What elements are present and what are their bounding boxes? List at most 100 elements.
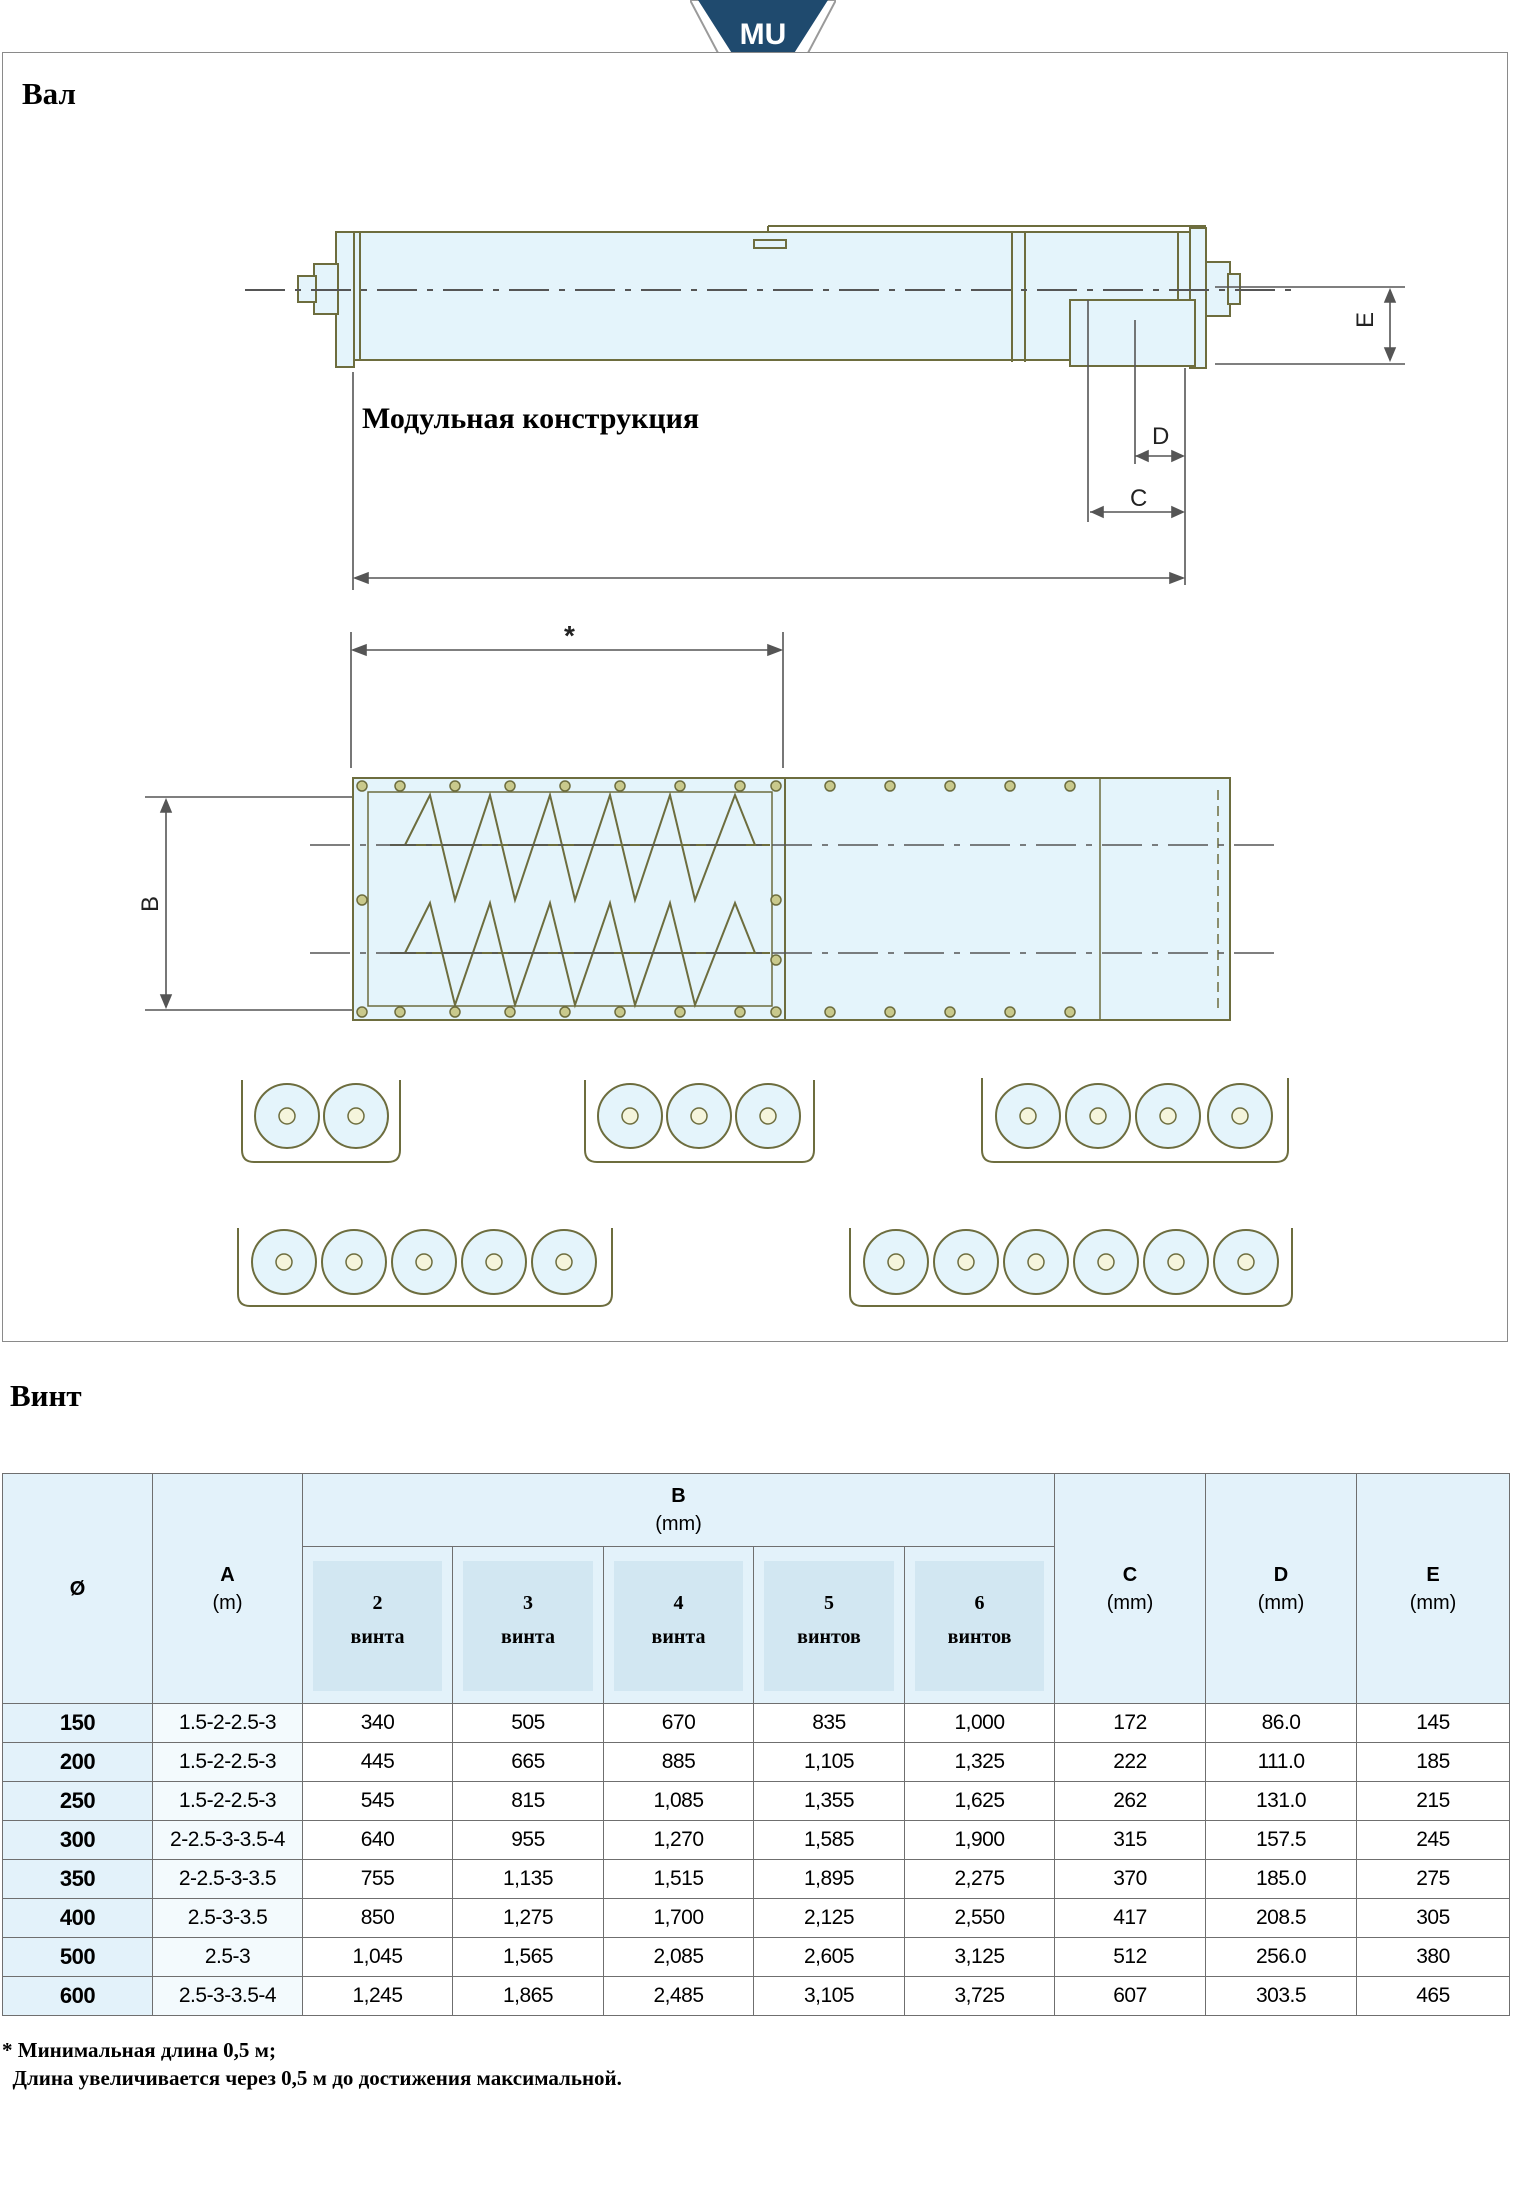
diameter-cell: 300 (2, 1820, 153, 1860)
table-cell: 2,550 (903, 1898, 1056, 1938)
table-cell: 607 (1054, 1976, 1207, 2016)
diameter-cell: 400 (2, 1898, 153, 1938)
table-cell: 1,105 (753, 1742, 905, 1782)
table-cell: 215 (1356, 1781, 1511, 1821)
diameter-cell: 150 (2, 1703, 153, 1743)
table-cell: 303.5 (1205, 1976, 1358, 2016)
diameter-cell: 350 (2, 1859, 153, 1899)
table-cell: 755 (302, 1859, 453, 1899)
dim-star-label: * (564, 620, 575, 651)
table-cell: 1,900 (903, 1820, 1056, 1860)
footnotes: * Минимальная длина 0,5 м; Длина увеличи… (2, 2036, 622, 2092)
table-cell: 545 (302, 1781, 453, 1821)
modular-construction-label: Модульная конструкция (362, 402, 700, 435)
table-cell: 315 (1054, 1820, 1207, 1860)
table-cell: 86.0 (1205, 1703, 1358, 1743)
table-cell: 111.0 (1205, 1742, 1358, 1782)
diameter-cell: 600 (2, 1976, 153, 2016)
header-c: C(mm) (1054, 1473, 1207, 1704)
table-cell: 145 (1356, 1703, 1511, 1743)
header-b: B(mm) (301, 1473, 1056, 1547)
table-cell: 1,000 (903, 1703, 1056, 1743)
table-cell: 640 (302, 1820, 453, 1860)
table-cell: 1,625 (903, 1781, 1056, 1821)
table-cell: 1,275 (452, 1898, 604, 1938)
table-cell: 670 (603, 1703, 754, 1743)
table-cell: 815 (452, 1781, 604, 1821)
table-cell: 1,270 (603, 1820, 754, 1860)
table-cell: 2,605 (753, 1937, 905, 1977)
diameter-cell: 200 (2, 1742, 153, 1782)
table-cell: 256.0 (1205, 1937, 1358, 1977)
table-cell: 1,895 (753, 1859, 905, 1899)
table-cell: 2,275 (903, 1859, 1056, 1899)
header-e: E(mm) (1356, 1473, 1511, 1704)
table-cell: 1,515 (603, 1859, 754, 1899)
table-cell: 262 (1054, 1781, 1207, 1821)
table-cell: 2,085 (603, 1937, 754, 1977)
table-cell: 2,125 (753, 1898, 905, 1938)
header-row-1: Ø A(m) B(mm) C(mm) D(mm) E(mm) (2, 1473, 1511, 1704)
table-cell: 2.5-3 (152, 1937, 303, 1977)
table-cell: 2-2.5-3-3.5-4 (152, 1820, 303, 1860)
shaft-heading: Вал (22, 76, 76, 111)
table-cell: 2.5-3-3.5 (152, 1898, 303, 1938)
table-cell: 2.5-3-3.5-4 (152, 1976, 303, 2016)
table-cell: 1,325 (903, 1742, 1056, 1782)
badge-text: MU (740, 18, 787, 51)
table-cell: 835 (753, 1703, 905, 1743)
table-cell: 1,865 (452, 1976, 604, 2016)
table-cell: 885 (603, 1742, 754, 1782)
footnote-min-length: * Минимальная длина 0,5 м; (2, 2038, 276, 2062)
dim-c-label: C (1130, 485, 1147, 512)
table-cell: 445 (302, 1742, 453, 1782)
table-cell: 505 (452, 1703, 604, 1743)
table-cell: 3,125 (903, 1937, 1056, 1977)
table-cell: 370 (1054, 1859, 1207, 1899)
header-d: D(mm) (1205, 1473, 1358, 1704)
table-cell: 3,105 (753, 1976, 905, 2016)
table-cell: 157.5 (1205, 1820, 1358, 1860)
table-cell: 1,085 (603, 1781, 754, 1821)
table-cell: 1,585 (753, 1820, 905, 1860)
table-cell: 172 (1054, 1703, 1207, 1743)
table-cell: 1,700 (603, 1898, 754, 1938)
table-cell: 1.5-2-2.5-3 (152, 1781, 303, 1821)
header-dia: Ø (2, 1473, 153, 1704)
footnote-length-step: Длина увеличивается через 0,5 м до дости… (2, 2066, 622, 2090)
dim-b-label: B (137, 896, 164, 912)
table-cell: 1,355 (753, 1781, 905, 1821)
table-cell: 340 (302, 1703, 453, 1743)
table-cell: 2-2.5-3-3.5 (152, 1859, 303, 1899)
table-cell: 955 (452, 1820, 604, 1860)
table-cell: 465 (1356, 1976, 1511, 2016)
table-cell: 417 (1054, 1898, 1207, 1938)
table-cell: 275 (1356, 1859, 1511, 1899)
table-cell: 380 (1356, 1937, 1511, 1977)
header-a: A(m) (152, 1473, 303, 1704)
dim-d-label: D (1152, 423, 1169, 450)
table-cell: 1,245 (302, 1976, 453, 2016)
table-cell: 2,485 (603, 1976, 754, 2016)
screw-conveyor-drawing: E D C * B (137, 225, 1405, 1307)
screw-heading: Винт (10, 1378, 82, 1413)
table-cell: 850 (302, 1898, 453, 1938)
table-cell: 185 (1356, 1742, 1511, 1782)
table-cell: 131.0 (1205, 1781, 1358, 1821)
table-cell: 3,725 (903, 1976, 1056, 2016)
table-cell: 1.5-2-2.5-3 (152, 1742, 303, 1782)
table-cell: 512 (1054, 1937, 1207, 1977)
